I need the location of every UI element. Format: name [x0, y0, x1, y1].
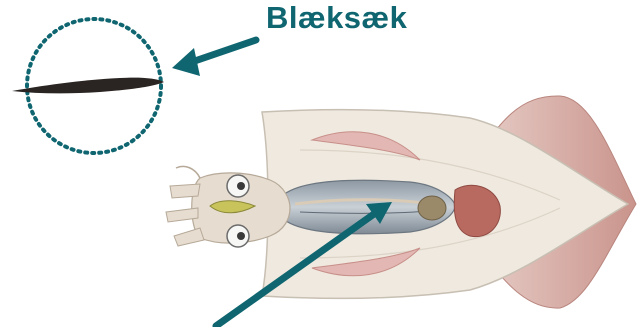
ink-sac-label: Blæksæk [266, 0, 407, 36]
squid-body [166, 96, 636, 308]
squid-arms [166, 184, 204, 246]
ink-sac [12, 78, 164, 94]
arrow-to-ink-sac-icon [172, 40, 256, 76]
